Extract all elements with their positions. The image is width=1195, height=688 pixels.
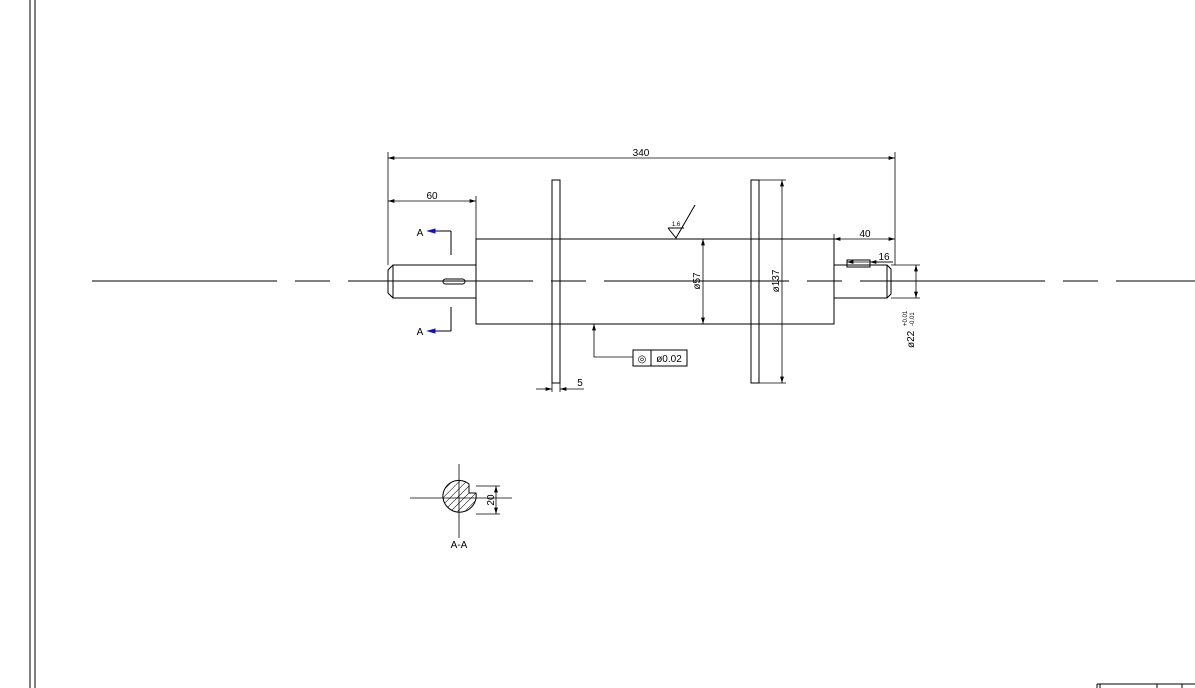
roughness-value: 1.6 — [672, 222, 681, 228]
dim-overall: 340 — [387, 148, 896, 265]
dim-right-shaft-label: 40 — [859, 229, 871, 240]
left-flange — [551, 179, 561, 384]
dim-body-diameter: ø57 — [692, 239, 705, 324]
dim-key-label: 16 — [878, 252, 890, 263]
section-view: 20 A-A — [410, 464, 512, 551]
roller-body — [475, 238, 835, 325]
dim-key: 16 — [847, 252, 893, 264]
dim-right-shaft: 40 — [833, 229, 895, 241]
dim-overall-label: 340 — [633, 148, 650, 159]
section-title: A-A — [451, 540, 468, 551]
dim-flange-thickness: 5 — [536, 378, 584, 392]
dim-shaft-diameter: ø22 +0.01 -0.01 — [891, 264, 920, 348]
dim-shaft-diameter-label: ø22 — [906, 330, 917, 348]
sheet-border — [29, 0, 1195, 688]
dim-left-shaft-label: 60 — [426, 191, 438, 202]
dim-shaft-tol-lower: -0.01 — [910, 312, 916, 326]
dim-shaft-tol-upper: +0.01 — [903, 310, 909, 326]
tolerance-value: ø0.02 — [656, 354, 682, 365]
key-slot-left — [442, 278, 466, 285]
dim-flange-thickness-label: 5 — [577, 378, 583, 389]
section-marker-bottom: A — [417, 307, 452, 338]
dim-flange-diameter-label: ø137 — [771, 269, 782, 292]
right-flange — [750, 179, 760, 384]
right-shaft — [834, 259, 892, 299]
tolerance-frame: ◎ ø0.02 — [592, 324, 688, 367]
dim-flange-diameter: ø137 — [759, 179, 786, 384]
key-slot-right — [846, 259, 871, 268]
section-marker-bottom-label: A — [417, 327, 424, 338]
left-shaft — [387, 264, 476, 299]
dim-body-diameter-label: ø57 — [692, 272, 703, 290]
tolerance-symbol: ◎ — [638, 354, 647, 365]
section-marker-top-label: A — [417, 228, 424, 239]
section-dim-label: 20 — [486, 494, 497, 506]
section-marker-top: A — [417, 228, 452, 255]
dim-left-shaft: 60 — [388, 191, 477, 239]
roughness-symbol: 1.6 — [667, 204, 696, 239]
